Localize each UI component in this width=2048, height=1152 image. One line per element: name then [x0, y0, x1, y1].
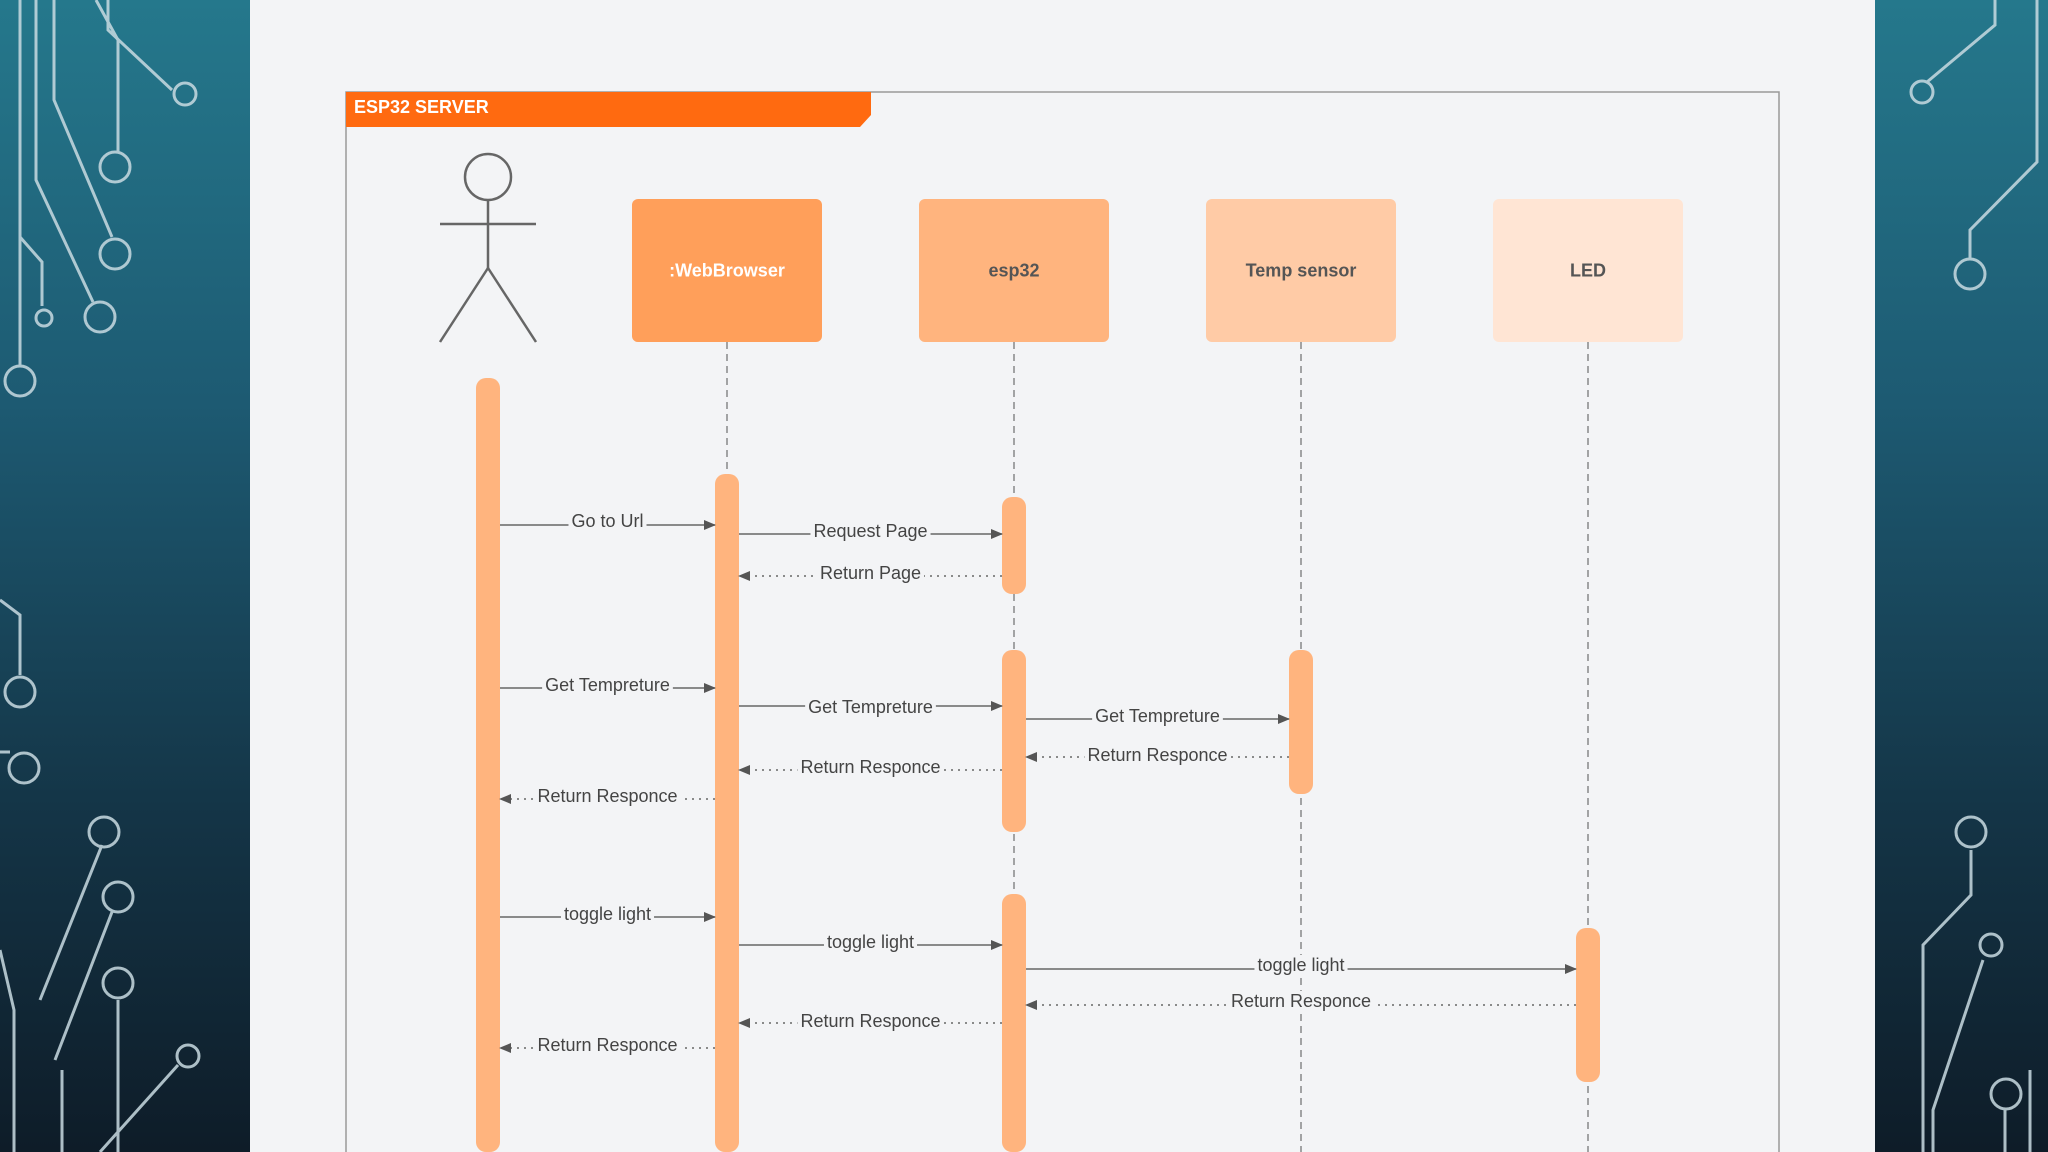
- activation-bar-user: [476, 378, 500, 1152]
- activation-bar-browser: [715, 474, 739, 1152]
- circuit-panel-left: [0, 0, 250, 1152]
- frame-border: [345, 91, 1780, 1152]
- message-label-bg: [797, 757, 944, 779]
- activation-bar-led: [1576, 928, 1600, 1082]
- message-label: Go to Url: [571, 511, 643, 531]
- participant-box-esp32: [919, 199, 1109, 342]
- frame-title-tab: [346, 92, 871, 127]
- message-label-bg: [816, 563, 925, 585]
- circuit-pattern-icon: [0, 0, 201, 1152]
- message-label-bg: [1227, 991, 1375, 1013]
- message-label: Request Page: [813, 521, 927, 541]
- message-label: toggle light: [564, 904, 651, 924]
- message-label-bg: [534, 786, 681, 808]
- message-label: Return Responce: [537, 786, 677, 806]
- participant-label-esp32: esp32: [988, 260, 1039, 280]
- message-label-bg: [560, 904, 655, 926]
- message-label-bg: [568, 511, 647, 533]
- frame-title: ESP32 SERVER: [354, 97, 489, 117]
- message-label: Get Tempreture: [808, 697, 933, 717]
- activation-bar-esp32: [1002, 894, 1026, 1152]
- message-label-bg: [542, 675, 673, 697]
- participant-box-led: [1493, 199, 1683, 342]
- message-label-bg: [534, 1035, 681, 1057]
- circuit-pattern-icon: [1909, 0, 2039, 1152]
- message-label: Return Responce: [800, 1011, 940, 1031]
- message-label-bg: [823, 932, 918, 954]
- message-label: toggle light: [827, 932, 914, 952]
- message-label: Return Responce: [537, 1035, 677, 1055]
- message-label-bg: [1092, 706, 1223, 728]
- message-label-bg: [805, 697, 936, 719]
- message-label: Get Tempreture: [545, 675, 670, 695]
- activation-bar-esp32: [1002, 650, 1026, 832]
- message-label-bg: [1254, 955, 1348, 977]
- actor-user-icon: [438, 152, 538, 343]
- participant-box-temp: [1206, 199, 1396, 342]
- message-label: toggle light: [1257, 955, 1344, 975]
- activation-bar-temp: [1289, 650, 1313, 794]
- message-label-bg: [1084, 745, 1231, 767]
- message-label: Return Page: [820, 563, 921, 583]
- message-label: Return Responce: [800, 757, 940, 777]
- message-label-bg: [797, 1011, 944, 1033]
- circuit-panel-right: [1875, 0, 2048, 1152]
- participant-label-temp: Temp sensor: [1246, 260, 1357, 280]
- participant-box-browser: [632, 199, 822, 342]
- participant-label-led: LED: [1570, 260, 1606, 280]
- message-label: Return Responce: [1231, 991, 1371, 1011]
- message-label: Get Tempreture: [1095, 706, 1220, 726]
- message-label: Return Responce: [1087, 745, 1227, 765]
- message-label-bg: [810, 521, 931, 543]
- activation-bar-esp32: [1002, 497, 1026, 594]
- participant-label-browser: :WebBrowser: [669, 260, 785, 280]
